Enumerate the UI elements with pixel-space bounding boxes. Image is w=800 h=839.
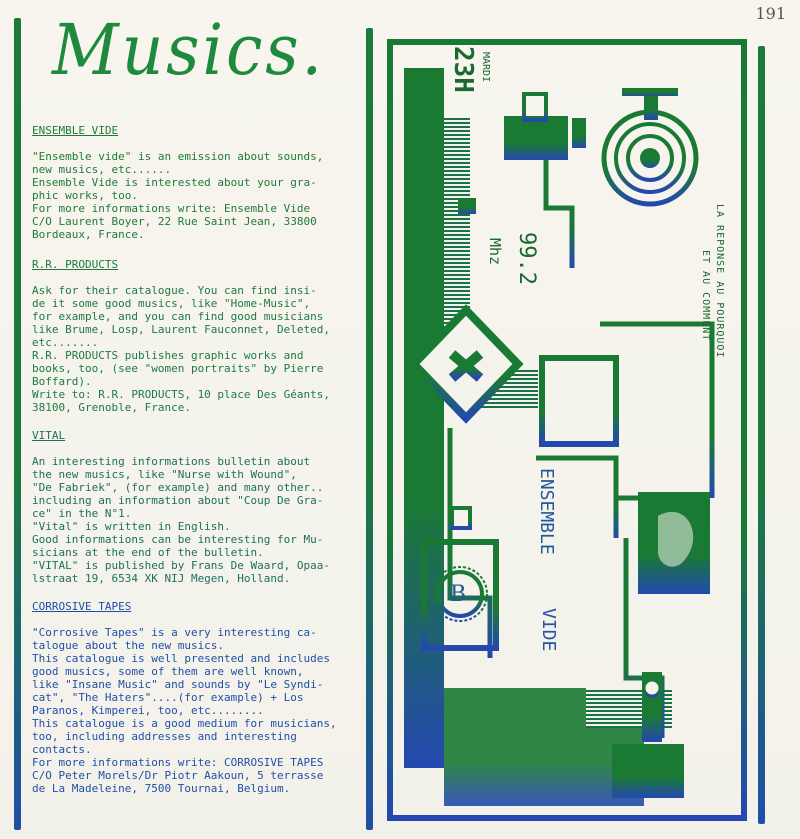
badge-letter: B [450, 582, 467, 607]
page-title: Musics. [52, 9, 325, 91]
broadcast-day: MARDI [480, 52, 491, 83]
tagline-line-1: LA REPONSE AU POURQUOI [714, 204, 725, 359]
text-column: ENSEMBLE VIDE "Ensemble vide" is an emis… [32, 124, 358, 795]
section-body: "Corrosive Tapes" is a very interesting … [32, 626, 337, 795]
left-margin-rule [14, 18, 21, 830]
broadcast-hour: 23H [448, 46, 478, 93]
section-heading: CORROSIVE TAPES [32, 600, 132, 613]
poster-graphic [387, 39, 747, 821]
ensemble-label: ENSEMBLE [536, 468, 557, 555]
section-body: An interesting informations bulletin abo… [32, 455, 331, 585]
section-vital: VITAL An interesting informations bullet… [32, 429, 358, 585]
section-ensemble-vide: ENSEMBLE VIDE "Ensemble vide" is an emis… [32, 124, 358, 241]
section-rr-products: R.R. PRODUCTS Ask for their catalogue. Y… [32, 258, 358, 414]
section-body: "Ensemble vide" is an emission about sou… [32, 150, 324, 241]
section-heading: VITAL [32, 429, 66, 442]
tagline-line-2: ET AU COMMENT [700, 250, 711, 342]
frequency-unit: Mhz [486, 238, 504, 266]
section-corrosive-tapes: CORROSIVE TAPES "Corrosive Tapes" is a v… [32, 600, 358, 795]
section-body: Ask for their catalogue. You can find in… [32, 284, 331, 414]
section-heading: R.R. PRODUCTS [32, 258, 119, 271]
radio-poster-artwork: MARDI 23H 99.2 Mhz LA REPONSE AU POURQUO… [386, 38, 748, 824]
page-number-mark: 191 [755, 4, 786, 23]
right-margin-rule [758, 46, 765, 824]
frequency-value: 99.2 [514, 232, 539, 285]
vide-label: VIDE [538, 608, 559, 652]
center-divider-rule [366, 28, 373, 830]
section-heading: ENSEMBLE VIDE [32, 124, 119, 137]
